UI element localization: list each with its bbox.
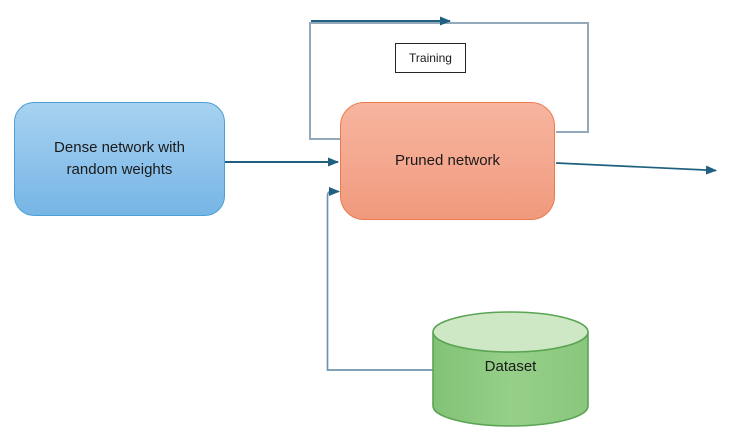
pruned-network-label: Pruned network	[394, 152, 501, 170]
dataset-label: Dataset	[484, 358, 537, 375]
dataset-to-pruned-connector	[326, 187, 433, 371]
node-dense-network: Dense network with random weights	[14, 102, 225, 216]
pruned-output-arrow	[555, 162, 717, 175]
dataset-cylinder-top	[432, 311, 589, 353]
training-label: Training	[409, 51, 452, 65]
node-pruned-network: Pruned network	[340, 102, 555, 220]
node-training: Training	[395, 43, 466, 73]
dense-network-label-line1: Dense network with	[54, 139, 185, 157]
dense-network-label-line2: random weights	[66, 161, 173, 178]
